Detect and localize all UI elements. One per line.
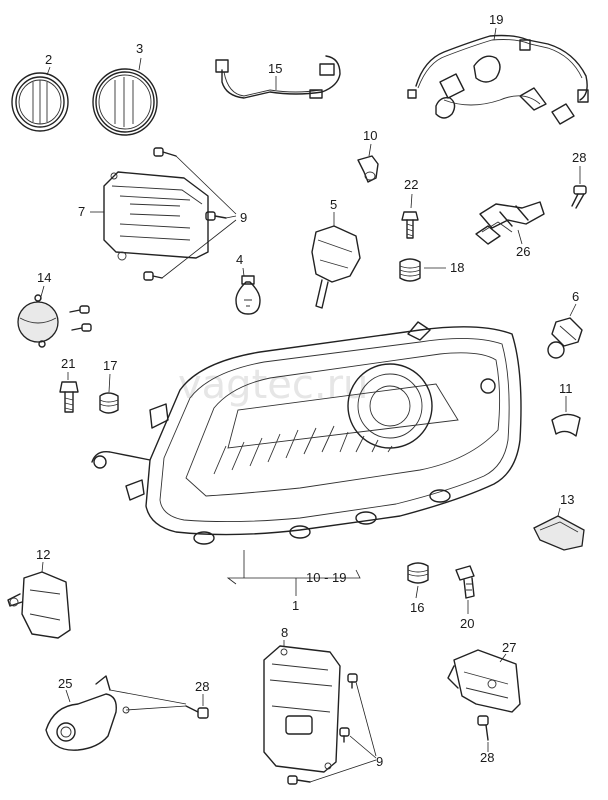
part-18-nut: [399, 258, 421, 282]
part-28-screw-left: [185, 705, 209, 719]
callout-5: 5: [330, 197, 337, 212]
callout-26: 26: [516, 244, 530, 259]
part-28-screw-top: [571, 185, 587, 209]
part-25-holder: [45, 675, 130, 751]
callout-range-10-19: 10 - 19: [306, 570, 346, 585]
callout-9-top: 9: [240, 210, 247, 225]
part-26-bracket: [475, 201, 545, 245]
callout-8: 8: [281, 625, 288, 640]
part-9-screws-top: [143, 147, 227, 281]
callout-28-bottom: 28: [480, 750, 494, 765]
callout-2: 2: [45, 52, 52, 67]
part-17-nut: [99, 392, 119, 414]
callout-7: 7: [78, 204, 85, 219]
callout-22: 22: [404, 177, 418, 192]
callout-13: 13: [560, 492, 574, 507]
callout-15: 15: [268, 61, 282, 76]
callout-6: 6: [572, 289, 579, 304]
part-12-adjusting-motor: [7, 571, 71, 639]
part-3-cover-cap: [92, 68, 158, 136]
callout-10: 10: [363, 128, 377, 143]
part-7-control-unit: [103, 171, 209, 261]
callout-12: 12: [36, 547, 50, 562]
part-28-screw-bottom: [477, 715, 489, 741]
part-27-bracket: [447, 649, 521, 713]
part-20-screw: [455, 565, 475, 599]
callout-1: 1: [292, 598, 299, 613]
part-19-wiring-harness: [407, 34, 589, 125]
part-5-bulb-holder: [311, 225, 361, 309]
part-11-clip: [551, 413, 581, 437]
part-16-nut: [407, 562, 429, 584]
part-14-cover: [17, 294, 59, 348]
part-9-screws-bottom: [287, 673, 358, 785]
part-14-screws: [69, 305, 92, 332]
callout-25: 25: [58, 676, 72, 691]
callout-20: 20: [460, 616, 474, 631]
callout-4: 4: [236, 252, 243, 267]
part-4-bulb: [235, 275, 261, 315]
callout-19: 19: [489, 12, 503, 27]
callout-14: 14: [37, 270, 51, 285]
part-22-screw: [401, 211, 419, 239]
part-6-bulb-socket: [547, 317, 583, 359]
callout-16: 16: [410, 600, 424, 615]
watermark: vagtec.ru: [178, 362, 368, 408]
callout-11: 11: [559, 381, 573, 396]
part-15-wiring-harness: [215, 55, 341, 99]
part-13-cover-plate: [533, 515, 585, 551]
part-8-control-unit: [263, 645, 341, 773]
callout-28-left: 28: [195, 679, 209, 694]
part-2-cover-cap: [11, 72, 69, 132]
part-10-retaining-clip: [357, 155, 379, 183]
callout-28-top: 28: [572, 150, 586, 165]
part-21-screw: [59, 381, 79, 413]
part-1-headlight-assembly: [91, 321, 522, 545]
callout-21: 21: [61, 356, 75, 371]
callout-18: 18: [450, 260, 464, 275]
callout-9-bottom: 9: [376, 754, 383, 769]
callout-17: 17: [103, 358, 117, 373]
callout-27: 27: [502, 640, 516, 655]
callout-3: 3: [136, 41, 143, 56]
